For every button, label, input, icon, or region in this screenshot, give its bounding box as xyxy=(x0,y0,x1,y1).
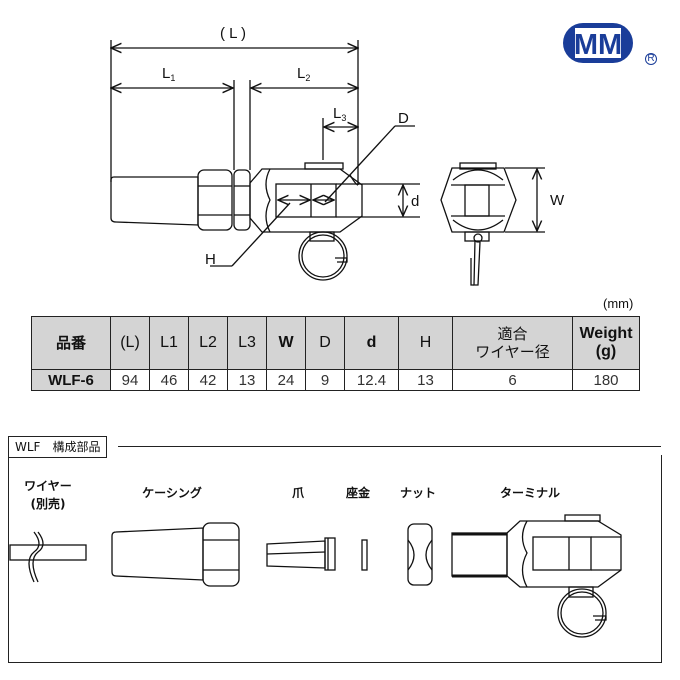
cell-L: 94 xyxy=(110,369,150,391)
header-W: W xyxy=(266,316,306,370)
label-L1: L1 xyxy=(162,65,175,83)
header-L: (L) xyxy=(110,316,150,370)
header-L1: L1 xyxy=(149,316,189,370)
table-row: WLF-6 94 46 42 13 24 9 12.4 13 6 180 xyxy=(31,369,640,391)
cell-L2: 42 xyxy=(188,369,228,391)
label-W: W xyxy=(550,192,565,209)
label-D: D xyxy=(398,110,409,127)
header-L2: L2 xyxy=(188,316,228,370)
leader-D xyxy=(324,125,396,203)
header-wire-diameter: 適合 ワイヤー径 xyxy=(452,316,573,370)
header-H: H xyxy=(398,316,453,370)
cell-model: WLF-6 xyxy=(31,369,111,391)
registered-mark: R xyxy=(645,53,657,65)
unit-label: (mm) xyxy=(603,296,634,311)
header-D: D xyxy=(305,316,345,370)
label-L3: L3 xyxy=(333,105,346,123)
label-H: H xyxy=(205,251,216,268)
header-L3: L3 xyxy=(227,316,267,370)
parts-title: WLF 構成部品 xyxy=(8,436,108,458)
header-d: d xyxy=(344,316,399,370)
fork-body xyxy=(249,168,363,233)
casing-body xyxy=(110,176,199,226)
cell-W: 24 xyxy=(266,369,306,391)
cell-L3: 13 xyxy=(227,369,267,391)
logo-text: MM xyxy=(574,29,622,61)
parts-frame-top-line xyxy=(118,446,661,447)
label-d: d xyxy=(411,193,419,210)
cell-D: 9 xyxy=(305,369,345,391)
leader-H xyxy=(231,202,291,267)
cell-wire: 6 xyxy=(452,369,573,391)
header-weight: Weight (g) xyxy=(572,316,640,370)
cell-L1: 46 xyxy=(149,369,189,391)
cell-H: 13 xyxy=(398,369,453,391)
table-header-row: 品番 (L) L1 L2 L3 W D d H 適合 ワイヤー径 Weight … xyxy=(31,316,640,370)
label-L: ( L ) xyxy=(220,25,246,42)
header-model: 品番 xyxy=(31,316,111,370)
spec-table: 品番 (L) L1 L2 L3 W D d H 適合 ワイヤー径 Weight … xyxy=(31,316,640,391)
cell-d: 12.4 xyxy=(344,369,399,391)
cell-weight: 180 xyxy=(572,369,640,391)
parts-frame xyxy=(8,455,662,663)
label-L2: L2 xyxy=(297,65,310,83)
brand-logo: MM xyxy=(563,23,633,63)
end-view xyxy=(440,162,545,286)
